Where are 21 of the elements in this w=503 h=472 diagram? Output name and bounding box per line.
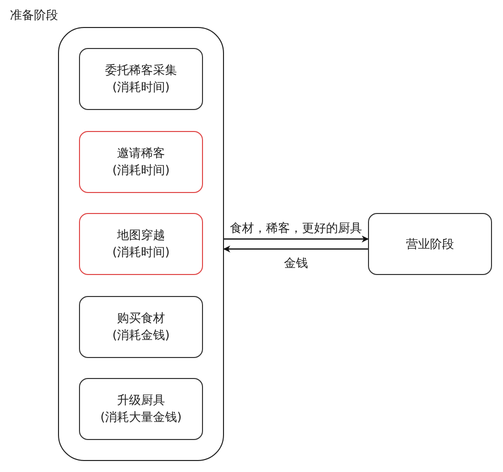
box-text: (消耗金钱) xyxy=(112,327,170,344)
process-box xyxy=(79,48,203,110)
process-box xyxy=(79,131,203,193)
box-text: (消耗时间) xyxy=(112,79,170,96)
box-text: 升级厨具 xyxy=(117,392,165,409)
box-text: 营业阶段 xyxy=(406,236,454,252)
box-text: 地图穿越 xyxy=(117,227,165,244)
edge-label: 食材，稀客，更好的厨具 xyxy=(230,220,362,237)
process-box xyxy=(79,378,203,440)
box-text: (消耗时间) xyxy=(112,162,170,179)
box-text: 购买食材 xyxy=(117,310,165,327)
process-box xyxy=(79,213,203,275)
arrow xyxy=(223,246,368,252)
process-box xyxy=(368,213,492,275)
box-text: 邀请稀客 xyxy=(117,145,165,162)
arrow xyxy=(224,236,369,242)
process-box xyxy=(79,296,203,358)
box-text: 委托稀客采集 xyxy=(105,62,177,79)
group-title: 准备阶段 xyxy=(10,7,58,24)
box-text: (消耗大量金钱) xyxy=(100,409,182,426)
box-text: (消耗时间) xyxy=(112,244,170,261)
